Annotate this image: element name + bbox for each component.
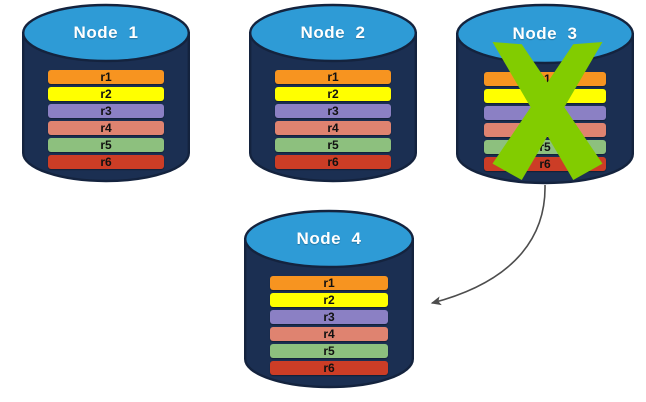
row-r6[interactable]: r6 [484,157,606,171]
row-label: r4 [323,327,335,341]
arrow-path [430,184,546,306]
row-label: r5 [539,140,551,154]
row-r2[interactable]: r2 [270,293,388,307]
row-r3[interactable]: r3 [275,104,391,118]
row-r5[interactable]: r5 [270,344,388,358]
row-label: r1 [539,72,551,86]
row-r1[interactable]: r1 [48,70,164,84]
row-label: r1 [327,70,339,84]
row-label: r2 [539,89,551,103]
row-label: r6 [327,155,339,169]
row-r6[interactable]: r6 [270,361,388,375]
row-r4[interactable]: r4 [270,327,388,341]
row-r3[interactable]: r3 [270,310,388,324]
row-r4[interactable]: r4 [275,121,391,135]
row-label: r6 [539,157,551,171]
cylinder-top [21,3,191,63]
node-4-rows: r1 r2 r3 r4 r5 r6 [270,276,388,375]
row-r6[interactable]: r6 [275,155,391,169]
row-r2[interactable]: r2 [48,87,164,101]
cylinder-top [248,3,418,63]
row-r4[interactable]: r4 [484,123,606,137]
row-r2[interactable]: r2 [484,89,606,103]
row-label: r1 [323,276,335,290]
row-label: r3 [327,104,339,118]
row-r2[interactable]: r2 [275,87,391,101]
row-label: r5 [327,138,339,152]
row-label: r6 [323,361,335,375]
row-r4[interactable]: r4 [48,121,164,135]
row-r5[interactable]: r5 [275,138,391,152]
row-r5[interactable]: r5 [48,138,164,152]
row-label: r2 [327,87,339,101]
row-label: r2 [100,87,112,101]
row-label: r4 [327,121,339,135]
row-r1[interactable]: r1 [275,70,391,84]
node-2-rows: r1 r2 r3 r4 r5 r6 [275,70,391,169]
row-label: r5 [323,344,335,358]
row-label: r4 [100,121,112,135]
row-label: r6 [100,155,112,169]
cylinder-top [243,209,415,269]
row-label: r5 [100,138,112,152]
row-label: r3 [539,106,551,120]
row-r5[interactable]: r5 [484,140,606,154]
row-r1[interactable]: r1 [270,276,388,290]
row-label: r2 [323,293,335,307]
row-r6[interactable]: r6 [48,155,164,169]
row-r3[interactable]: r3 [48,104,164,118]
node-3-rows: r1 r2 r3 r4 r5 r6 [484,72,606,171]
row-label: r4 [539,123,551,137]
row-label: r3 [100,104,112,118]
row-r1[interactable]: r1 [484,72,606,86]
node-1-rows: r1 r2 r3 r4 r5 r6 [48,70,164,169]
row-label: r3 [323,310,335,324]
row-r3[interactable]: r3 [484,106,606,120]
row-label: r1 [100,70,112,84]
cylinder-top [455,3,635,65]
